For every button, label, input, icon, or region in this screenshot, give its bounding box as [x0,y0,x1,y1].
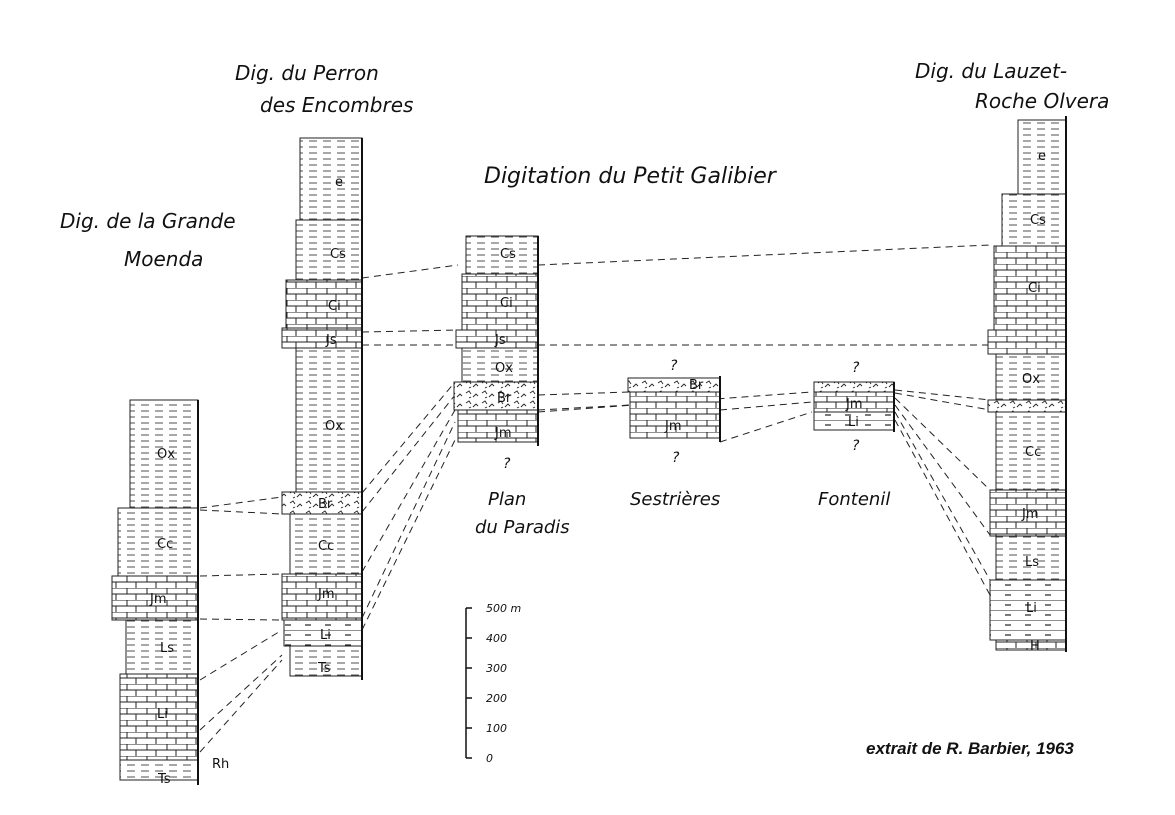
correlation-lines [199,244,991,753]
unit-label: Li [320,628,331,643]
scale-tick-label: 300 [486,662,507,675]
correlation-line [199,618,283,621]
unit-label: Br [497,391,512,406]
scale-tick-label: 100 [486,722,507,735]
unit-label: Jm [494,426,512,441]
unit-label: Ox [157,447,175,462]
perron-title-line2: des Encombres [260,93,413,117]
correlation-line [199,659,283,753]
column-fontenil: Jm Li ? ? Fontenil [813,360,895,510]
caption-plan-line2: du Paradis [475,517,570,538]
question-mark: ? [852,438,860,454]
unit-label: Cc [1025,445,1041,460]
correlation-line [894,419,991,596]
title-perron: Dig. du Perron des Encombres [235,61,413,117]
unit-label: Ox [325,419,343,434]
correlation-line [719,401,813,411]
unit-label: Jm [149,592,167,607]
question-mark: ? [672,450,680,466]
unit-label: Cs [1030,213,1046,228]
column-lauzet: e Cs Ci Ox Cc Jm Ls Li H [987,116,1067,654]
main-title: Digitation du Petit Galibier [484,164,778,189]
unit-label: Jm [845,397,863,412]
lauzet-title-line1: Dig. du Lauzet- [915,59,1067,83]
correlation-line [537,391,631,396]
correlation-line [894,404,991,536]
unit-label: Ls [1025,555,1039,570]
perron-title-line1: Dig. du Perron [235,61,379,85]
unit-label: Ci [328,299,341,314]
correlation-line [894,411,991,581]
scale-tick-label: 200 [486,692,507,705]
correlation-line [537,404,631,411]
unit-label: e [1038,149,1046,164]
vertical-scale-bar: 500 m 400 300 200 100 0 [465,602,521,765]
column-perron: e Cs Ci Js Ox Br Cc Jm Li Ts [281,137,363,680]
unit-label: Br [689,378,704,393]
unit-label: Li [1026,601,1037,616]
unit-label: Cs [500,247,516,262]
correlation-line [894,392,991,411]
unit-label: H [1030,639,1040,654]
correlation-line [199,629,283,681]
lauzet-title-line2: Roche Olvera [975,89,1109,113]
correlation-line [199,654,283,731]
question-mark: ? [503,456,511,472]
scale-tick-label: 400 [486,632,507,645]
scale-tick-label: 500 m [486,602,521,615]
title-grande-moenda: Dig. de la Grande Moenda [60,209,236,271]
column-sestrieres: Br Jm ? ? Sestrières [627,358,721,510]
unit-label: Li [848,415,859,430]
unit-label: Jm [317,587,335,602]
unit-label: Js [325,333,337,348]
unit-label: e [335,175,343,190]
unit-label: Ox [495,361,513,376]
unit-label: Jm [1021,507,1039,522]
unit-label: Ts [317,661,331,676]
column-plan-du-paradis: Cs Ci Js Ox Br Jm ? Plan du Paradis [453,235,570,538]
correlation-line [361,421,456,619]
unit-label: Ts [157,772,171,787]
correlation-line [361,409,456,573]
correlation-line [361,264,459,279]
title-lauzet: Dig. du Lauzet- Roche Olvera [915,59,1109,113]
correlation-line [199,496,283,509]
correlation-line [199,509,283,515]
unit-label: Ci [1028,281,1041,296]
unit-label: Ox [1022,372,1040,387]
correlation-line [537,244,991,266]
unit-label: Ls [160,641,174,656]
unit-label: Js [494,333,506,348]
correlation-line [361,329,459,333]
correlation-line [361,394,456,513]
caption-fontenil: Fontenil [818,489,890,510]
correlation-line [199,573,283,577]
unit-label: Rh [212,757,229,772]
unit-label: Cs [330,247,346,262]
question-mark: ? [670,358,678,374]
question-mark: ? [852,360,860,376]
unit-label: Li [157,707,168,722]
grande-moenda-title-line2: Moenda [124,247,203,271]
correlation-line [894,397,991,491]
title-petit-galibier: Digitation du Petit Galibier [484,164,778,189]
unit-label: Cc [157,537,173,552]
grande-moenda-title-line1: Dig. de la Grande [60,209,236,233]
correlation-line [894,389,991,401]
caption-sestrieres: Sestrières [630,489,720,510]
unit-label: Cc [318,539,334,554]
correlation-line [361,381,456,494]
correlation-line [361,439,456,631]
unit-label: Jm [664,419,682,434]
correlation-line [719,411,813,443]
caption-plan-line1: Plan [488,489,526,510]
source-credit: extrait de R. Barbier, 1963 [866,739,1074,758]
unit-label: Ci [500,296,513,311]
scale-tick-label: 0 [486,752,493,765]
unit-label: Br [318,497,333,512]
column-grande-moenda: Ox Cc Jm Ls Li Ts Rh [111,399,229,787]
